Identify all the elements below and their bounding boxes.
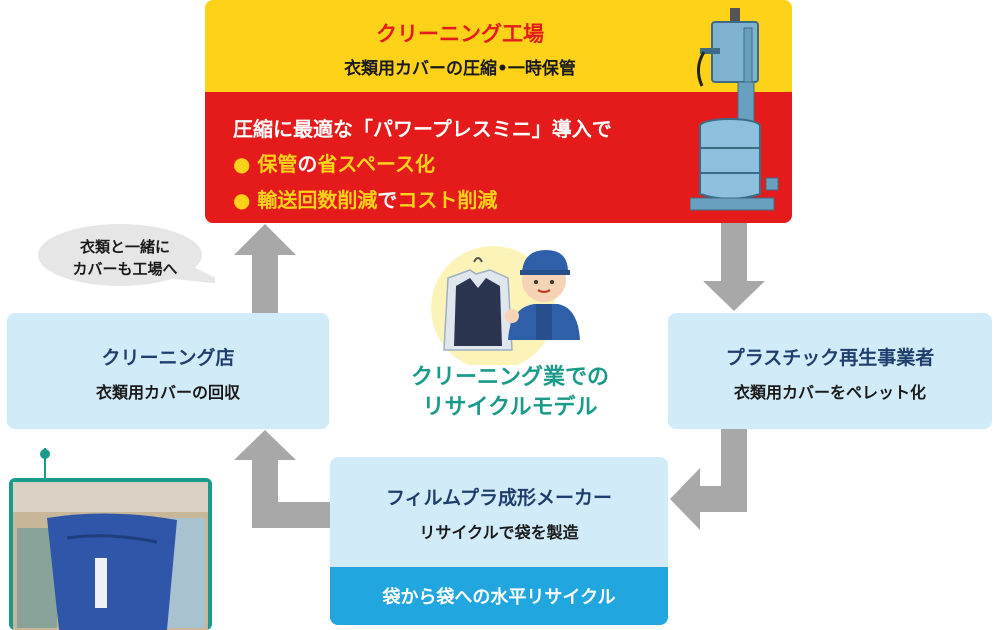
- bubble-line-1: 衣類と一緒に: [79, 238, 170, 256]
- arrow-shop-to-factory: [234, 224, 296, 313]
- bullet-1-highlight-2: 省スペース化: [317, 152, 436, 176]
- power-press-machine-image: [690, 8, 779, 211]
- horizontal-recycling-band: 袋から袋への水平リサイクル: [330, 567, 668, 625]
- maker-subtitle: リサイクルで袋を製造: [419, 523, 579, 542]
- worker-illustration: [431, 246, 580, 365]
- arrow-factory-to-plastic: [703, 223, 765, 311]
- bullet-2-highlight: ● 輸送回数削減: [233, 188, 378, 212]
- model-line-2: リサイクルモデル: [422, 395, 598, 420]
- bullet-1-highlight: ● 保管: [233, 152, 298, 176]
- cleaning-shop-box: クリーニング店 衣類用カバーの回収: [7, 313, 329, 429]
- speech-bubble: 衣類と一緒に カバーも工場へ: [55, 236, 195, 280]
- factory-header: クリーニング工場 衣類用カバーの圧縮•一時保管: [205, 0, 792, 92]
- shop-subtitle: 衣類用カバーの回収: [95, 383, 240, 402]
- factory-intro: 圧縮に最適な「パワープレスミニ」導入で: [233, 117, 612, 141]
- film-maker-box: フィルムプラ成形メーカー リサイクルで袋を製造 袋から袋への水平リサイクル: [330, 457, 668, 625]
- arrow-plastic-to-maker: [670, 429, 747, 530]
- bullet-1-connector: の: [297, 152, 318, 176]
- recycling-model-title: クリーニング業での リサイクルモデル: [360, 363, 660, 423]
- bullet-2-connector: で: [377, 188, 398, 212]
- factory-bullet-2: ● 輸送回数削減でコスト削減: [233, 184, 497, 213]
- factory-title: クリーニング工場: [376, 22, 544, 46]
- arrow-maker-to-shop: [234, 430, 330, 528]
- shop-title: クリーニング店: [101, 347, 235, 369]
- horizontal-recycling-label: 袋から袋への水平リサイクル: [382, 587, 616, 608]
- model-line-1: クリーニング業での: [410, 365, 609, 390]
- speech-bubble-shape: [38, 224, 215, 286]
- bubble-line-2: カバーも工場へ: [72, 260, 178, 278]
- factory-bullet-1: ● 保管の省スペース化: [233, 148, 435, 177]
- plastic-subtitle: 衣類用カバーをペレット化: [733, 383, 926, 402]
- factory-subtitle: 衣類用カバーの圧縮•一時保管: [344, 59, 576, 79]
- collection-bag-photo: [9, 448, 212, 630]
- plastic-title: プラスチック再生事業者: [725, 347, 935, 369]
- maker-title: フィルムプラ成形メーカー: [385, 487, 613, 509]
- bullet-2-highlight-2: コスト削減: [397, 188, 498, 212]
- plastic-recycler-box: プラスチック再生事業者 衣類用カバーをペレット化: [668, 313, 992, 429]
